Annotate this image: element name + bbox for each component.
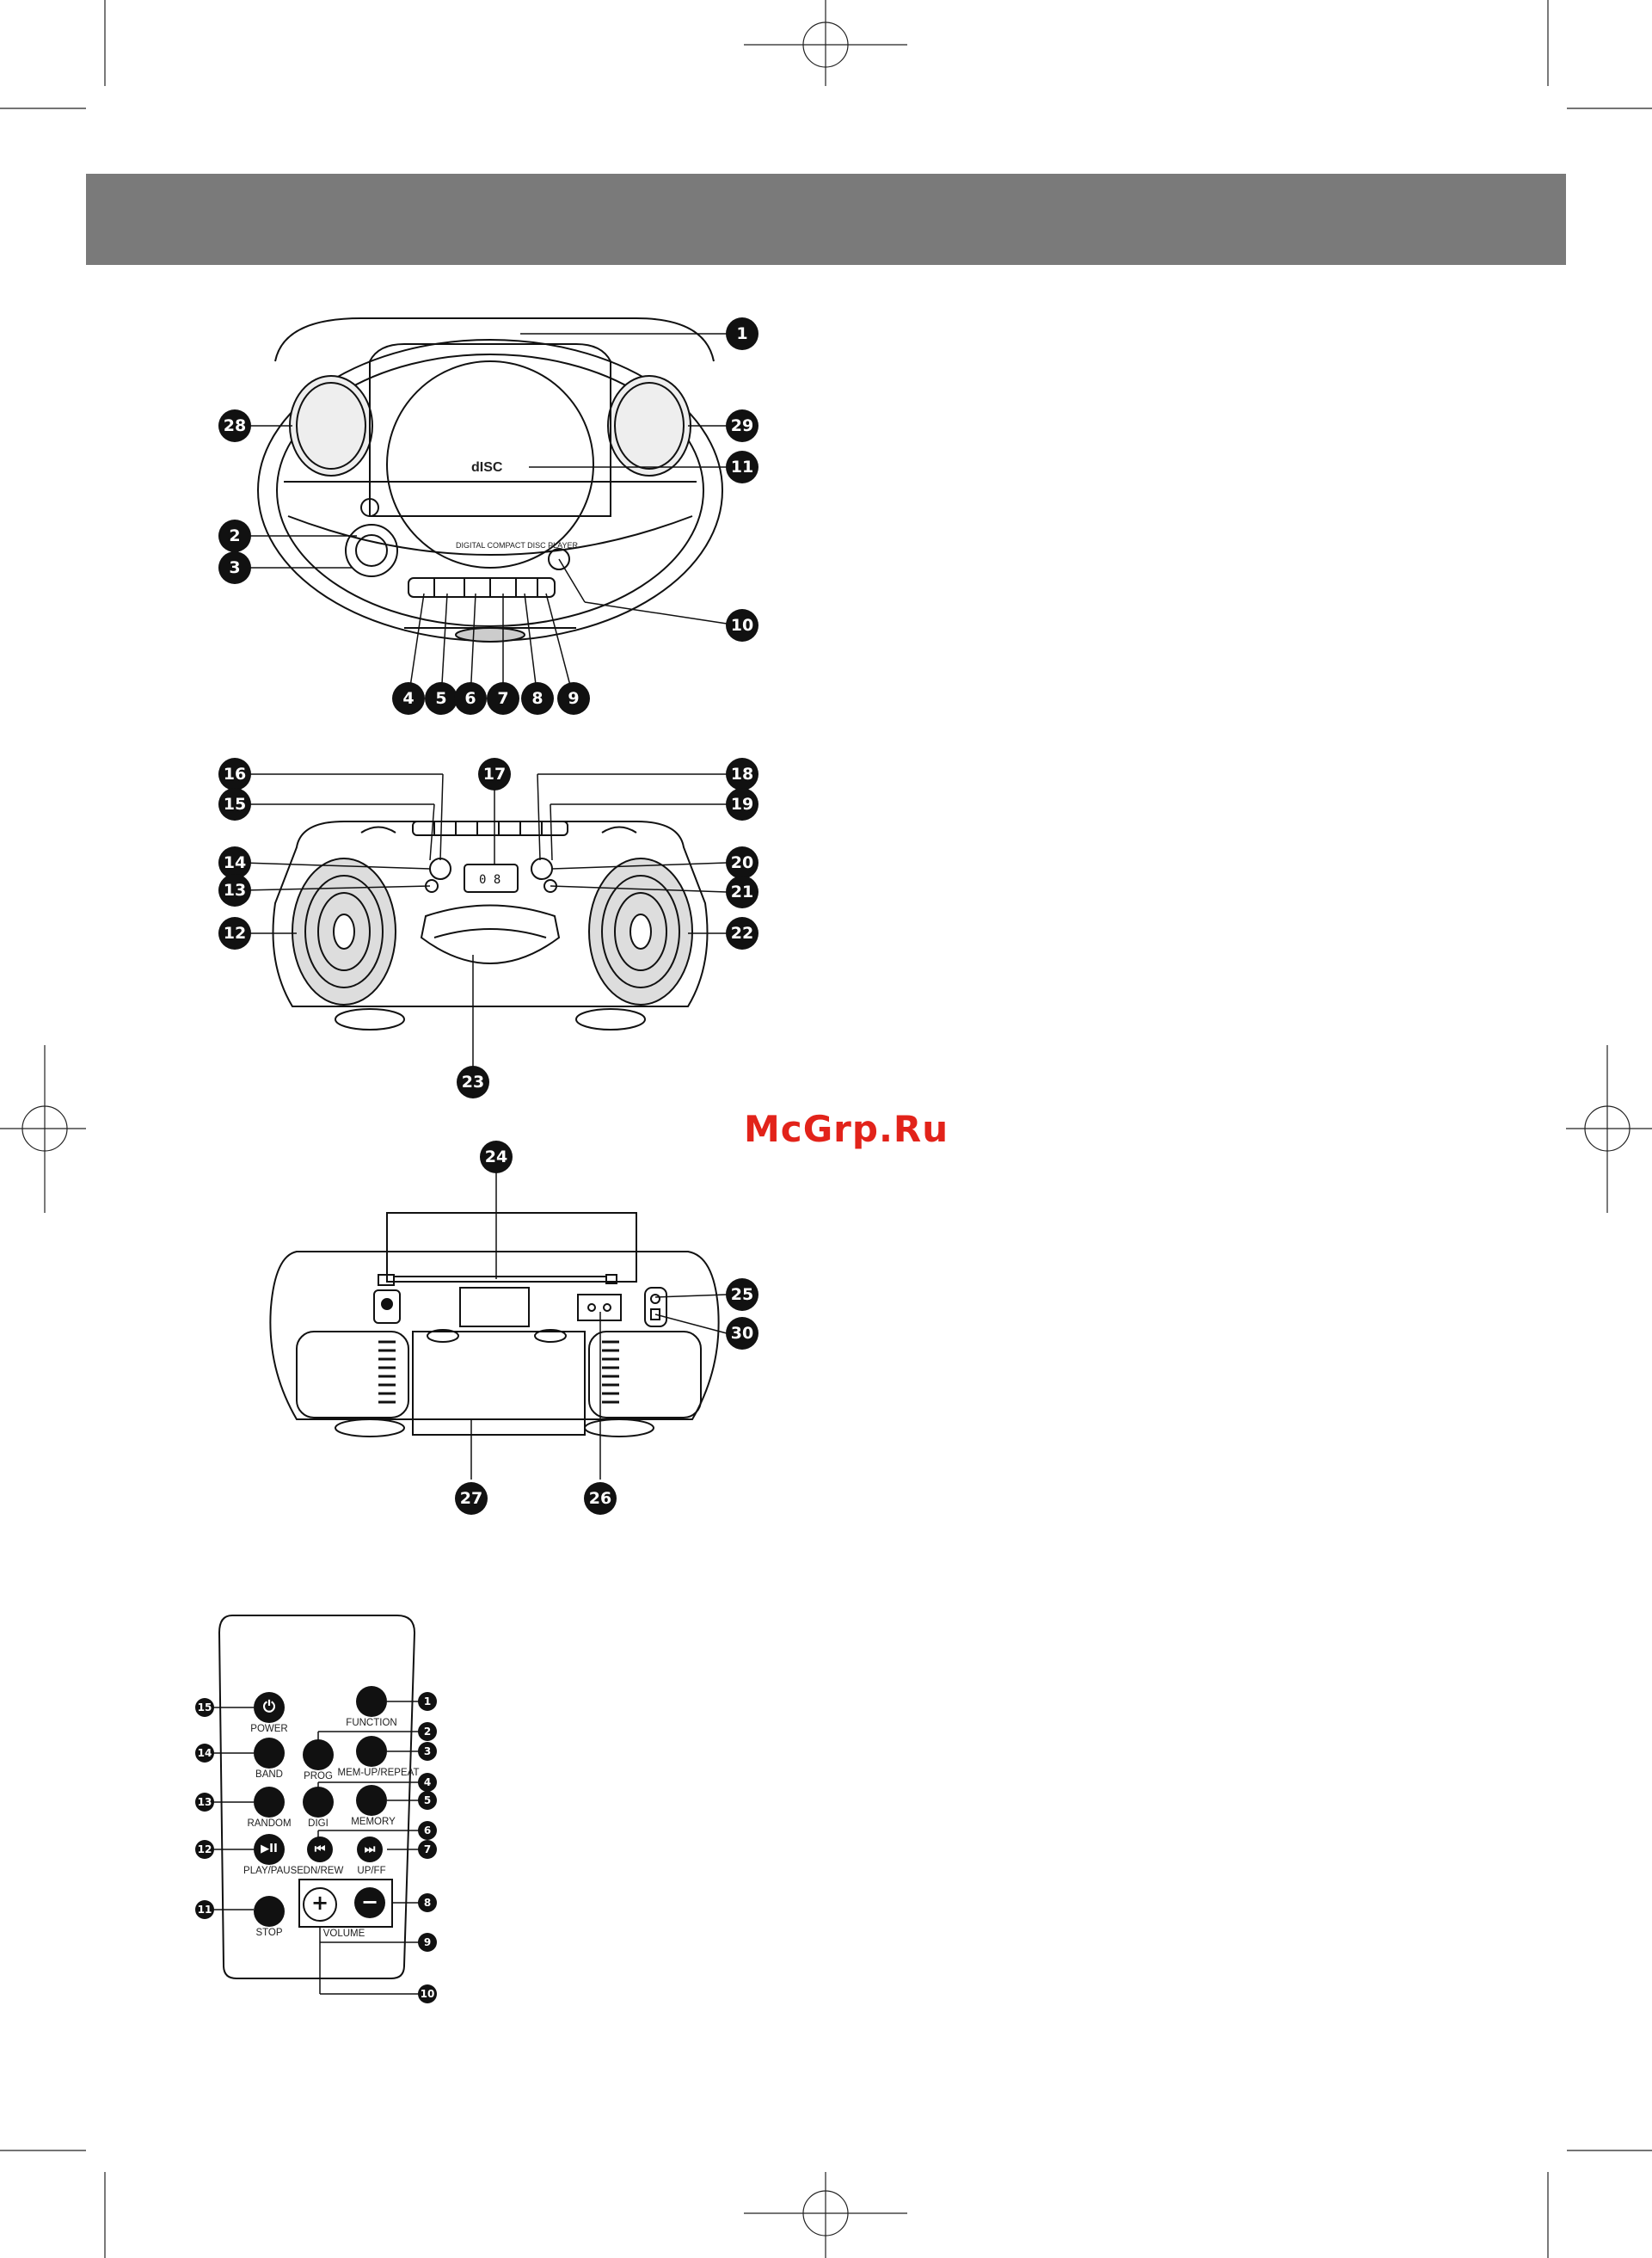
remote-callout: 12 [195,1840,214,1859]
prog-label: PROG [304,1771,333,1781]
digi-label: DIGI [308,1818,329,1829]
stop-label: STOP [255,1928,282,1938]
dn-rew-label: DN/REW [304,1866,344,1876]
remote-callout: 5 [418,1791,437,1810]
memory-label: MEMORY [351,1817,396,1827]
remote-callout: 13 [195,1793,214,1812]
remote-callout: 14 [195,1744,214,1763]
remote-callout: 15 [195,1698,214,1717]
mem-up-repeat-button[interactable] [356,1736,387,1767]
mem-up-repeat-label: MEM-UP/REPEAT [338,1768,420,1778]
remote-callout: 2 [418,1722,437,1741]
remote-callout: 10 [418,1984,437,2003]
power-label: POWER [250,1724,287,1734]
digi-button[interactable] [303,1787,334,1818]
up-ff-button[interactable]: ⏭ [357,1837,383,1862]
up-ff-label: UP/FF [357,1866,385,1876]
volume-plus-button[interactable]: + [303,1887,337,1922]
band-label: BAND [255,1769,283,1780]
remote-callout: 6 [418,1821,437,1840]
remote-callout: 11 [195,1900,214,1919]
dn-rew-button[interactable]: ⏮ [307,1837,333,1862]
random-button[interactable] [254,1787,285,1818]
remote-callout: 1 [418,1692,437,1711]
play-pause-label: PLAY/PAUSE [243,1866,304,1876]
remote-callout: 9 [418,1933,437,1952]
function-label: FUNCTION [346,1718,396,1728]
memory-button[interactable] [356,1785,387,1816]
volume-minus-button[interactable]: − [354,1887,385,1918]
power-button[interactable]: ⏻ [254,1692,285,1723]
volume-label: VOLUME [323,1929,365,1939]
random-label: RANDOM [247,1818,291,1829]
prog-button[interactable] [303,1739,334,1770]
play-pause-button[interactable]: ▶II [254,1834,285,1865]
remote-callout: 3 [418,1742,437,1761]
stop-button[interactable] [254,1896,285,1927]
function-button[interactable] [356,1686,387,1717]
remote-callout: 4 [418,1773,437,1792]
band-button[interactable] [254,1738,285,1769]
remote-callout: 7 [418,1840,437,1859]
remote-callout: 8 [418,1893,437,1912]
